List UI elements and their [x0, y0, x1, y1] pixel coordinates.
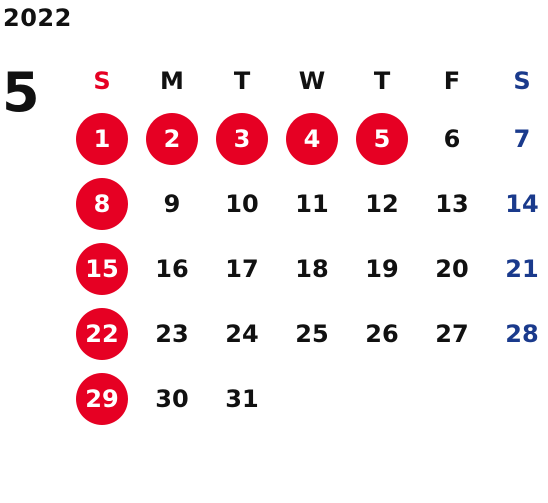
- day-cell[interactable]: 2: [137, 106, 207, 171]
- day-cell[interactable]: 24: [207, 301, 277, 366]
- day-number: 1: [76, 112, 128, 165]
- day-cell: [277, 366, 347, 431]
- day-cell[interactable]: 28: [487, 301, 548, 366]
- day-number: 13: [435, 189, 469, 218]
- day-cell[interactable]: 13: [417, 171, 487, 236]
- day-cell[interactable]: 20: [417, 236, 487, 301]
- day-cell[interactable]: 7: [487, 106, 548, 171]
- day-number: 20: [435, 254, 469, 283]
- day-number: 22: [76, 307, 128, 360]
- day-number: 30: [155, 384, 189, 413]
- day-number: 5: [356, 112, 408, 165]
- day-number: 19: [365, 254, 399, 283]
- year-label: 2022: [3, 4, 72, 32]
- weekday-header: T: [373, 67, 391, 95]
- day-cell[interactable]: 25: [277, 301, 347, 366]
- day-cell[interactable]: 31: [207, 366, 277, 431]
- day-number: 28: [505, 319, 539, 348]
- day-cell[interactable]: 27: [417, 301, 487, 366]
- day-cell: [417, 366, 487, 431]
- day-cell[interactable]: 15: [67, 236, 137, 301]
- day-cell[interactable]: 3: [207, 106, 277, 171]
- day-cell[interactable]: 19: [347, 236, 417, 301]
- day-cell[interactable]: 11: [277, 171, 347, 236]
- day-cell[interactable]: 23: [137, 301, 207, 366]
- weekday-header: M: [160, 67, 184, 95]
- day-number: 11: [295, 189, 329, 218]
- weekday-header: F: [443, 67, 461, 95]
- day-cell[interactable]: 8: [67, 171, 137, 236]
- weekday-header: W: [298, 67, 326, 95]
- day-number: 26: [365, 319, 399, 348]
- day-cell[interactable]: 5: [347, 106, 417, 171]
- day-cell[interactable]: 18: [277, 236, 347, 301]
- day-cell: [487, 366, 548, 431]
- day-number: 27: [435, 319, 469, 348]
- day-number: 15: [76, 242, 128, 295]
- day-cell[interactable]: 4: [277, 106, 347, 171]
- day-number: 16: [155, 254, 189, 283]
- day-number: 17: [225, 254, 259, 283]
- day-cell[interactable]: 14: [487, 171, 548, 236]
- weekday-header: T: [233, 67, 251, 95]
- day-number: 29: [76, 372, 128, 425]
- day-number: [426, 373, 478, 425]
- day-cell[interactable]: 1: [67, 106, 137, 171]
- day-cell[interactable]: 16: [137, 236, 207, 301]
- day-number: [496, 373, 548, 425]
- day-cell: [347, 366, 417, 431]
- day-number: 21: [505, 254, 539, 283]
- day-cell[interactable]: 21: [487, 236, 548, 301]
- day-cell[interactable]: 10: [207, 171, 277, 236]
- day-number: 7: [513, 124, 531, 153]
- day-number: 8: [76, 177, 128, 230]
- day-cell[interactable]: 26: [347, 301, 417, 366]
- day-number: 14: [505, 189, 539, 218]
- day-number: 3: [216, 112, 268, 165]
- day-cell[interactable]: 17: [207, 236, 277, 301]
- day-number: 23: [155, 319, 189, 348]
- day-number: [356, 373, 408, 425]
- day-cell[interactable]: 30: [137, 366, 207, 431]
- day-cell[interactable]: 22: [67, 301, 137, 366]
- month-label: 5: [2, 61, 40, 124]
- day-number: 24: [225, 319, 259, 348]
- day-number: 31: [225, 384, 259, 413]
- day-number: 10: [225, 189, 259, 218]
- day-number: 9: [163, 189, 181, 218]
- day-number: 6: [443, 124, 461, 153]
- day-cell[interactable]: 12: [347, 171, 417, 236]
- day-number: 25: [295, 319, 329, 348]
- weekday-header: S: [513, 67, 531, 95]
- day-number: [286, 373, 338, 425]
- day-cell[interactable]: 9: [137, 171, 207, 236]
- day-number: 12: [365, 189, 399, 218]
- day-number: 2: [146, 112, 198, 165]
- weekday-header: S: [93, 67, 111, 95]
- day-cell[interactable]: 29: [67, 366, 137, 431]
- day-number: 18: [295, 254, 329, 283]
- day-cell[interactable]: 6: [417, 106, 487, 171]
- day-number: 4: [286, 112, 338, 165]
